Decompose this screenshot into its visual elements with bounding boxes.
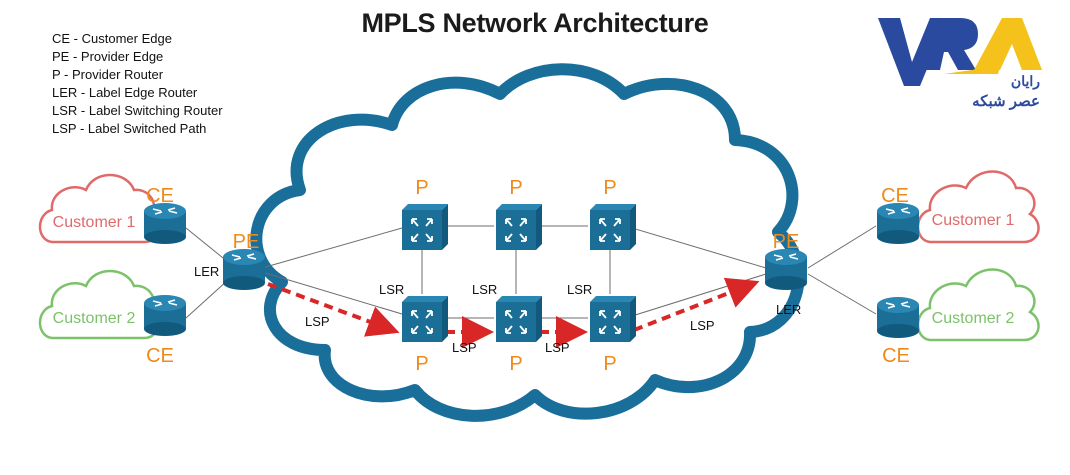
legend-item-ler: LER - Label Edge Router xyxy=(52,85,198,100)
p-router-bottom-1 xyxy=(401,295,449,343)
pe-router-right xyxy=(764,248,808,291)
customer-cloud-right-top xyxy=(916,170,1040,244)
legend-item-p: P - Provider Router xyxy=(52,67,164,82)
ce-label-right-bottom: CE xyxy=(882,345,910,367)
ler-label-right: LER xyxy=(776,302,801,317)
ce-label-left-bottom: CE xyxy=(146,345,174,367)
pe-router-left xyxy=(222,248,266,291)
ce-router-right-bottom xyxy=(876,296,920,339)
lsp-label-3: LSP xyxy=(545,340,570,355)
legend-item-pe: PE - Provider Edge xyxy=(52,49,164,64)
ce-label-right-top: CE xyxy=(881,185,909,207)
lsr-label-2: LSR xyxy=(472,282,497,297)
p-label-bottom-1: P xyxy=(415,353,428,375)
pe-label-right: PE xyxy=(773,231,800,253)
lsp-label-4: LSP xyxy=(690,318,715,333)
ce-router-left-bottom xyxy=(143,294,187,337)
p-label-top-3: P xyxy=(603,177,616,199)
p-label-top-2: P xyxy=(509,177,522,199)
p-router-top-1 xyxy=(401,203,449,251)
customer-label-left-bottom: Customer 2 xyxy=(53,310,136,327)
customer-label-right-bottom: Customer 2 xyxy=(932,310,1015,327)
lsp-label-1: LSP xyxy=(305,314,330,329)
pe-label-left: PE xyxy=(233,231,260,253)
diagram-title: MPLS Network Architecture xyxy=(361,8,709,38)
customer-label-right-top: Customer 1 xyxy=(932,212,1015,229)
ler-label-left: LER xyxy=(194,264,219,279)
ce-label-left-top: CE xyxy=(146,185,174,207)
lsp-label-2: LSP xyxy=(452,340,477,355)
p-router-top-2 xyxy=(495,203,543,251)
lsr-label-3: LSR xyxy=(567,282,592,297)
ce-router-right-top xyxy=(876,202,920,245)
customer-cloud-left-top xyxy=(38,173,159,244)
p-router-bottom-3 xyxy=(589,295,637,343)
vra-logo: رایان عصر شبکه xyxy=(878,18,1042,110)
logo-line2: عصر شبکه xyxy=(972,93,1040,110)
p-router-top-3 xyxy=(589,203,637,251)
p-label-bottom-2: P xyxy=(509,353,522,375)
legend-item-ce: CE - Customer Edge xyxy=(52,31,172,46)
customer-cloud-right-bottom xyxy=(916,268,1040,342)
logo-line1: رایان xyxy=(1011,73,1040,90)
customer-cloud-left-bottom xyxy=(38,269,159,340)
p-router-bottom-2 xyxy=(495,295,543,343)
legend-item-lsp: LSP - Label Switched Path xyxy=(52,121,207,136)
legend: CE - Customer Edge PE - Provider Edge P … xyxy=(52,30,223,138)
lsp-path xyxy=(267,277,760,348)
legend-item-lsr: LSR - Label Switching Router xyxy=(52,103,223,118)
customer-label-left-top: Customer 1 xyxy=(53,214,136,231)
p-label-bottom-3: P xyxy=(603,353,616,375)
ce-router-left-top xyxy=(143,202,187,245)
lsr-label-1: LSR xyxy=(379,282,404,297)
p-label-top-1: P xyxy=(415,177,428,199)
